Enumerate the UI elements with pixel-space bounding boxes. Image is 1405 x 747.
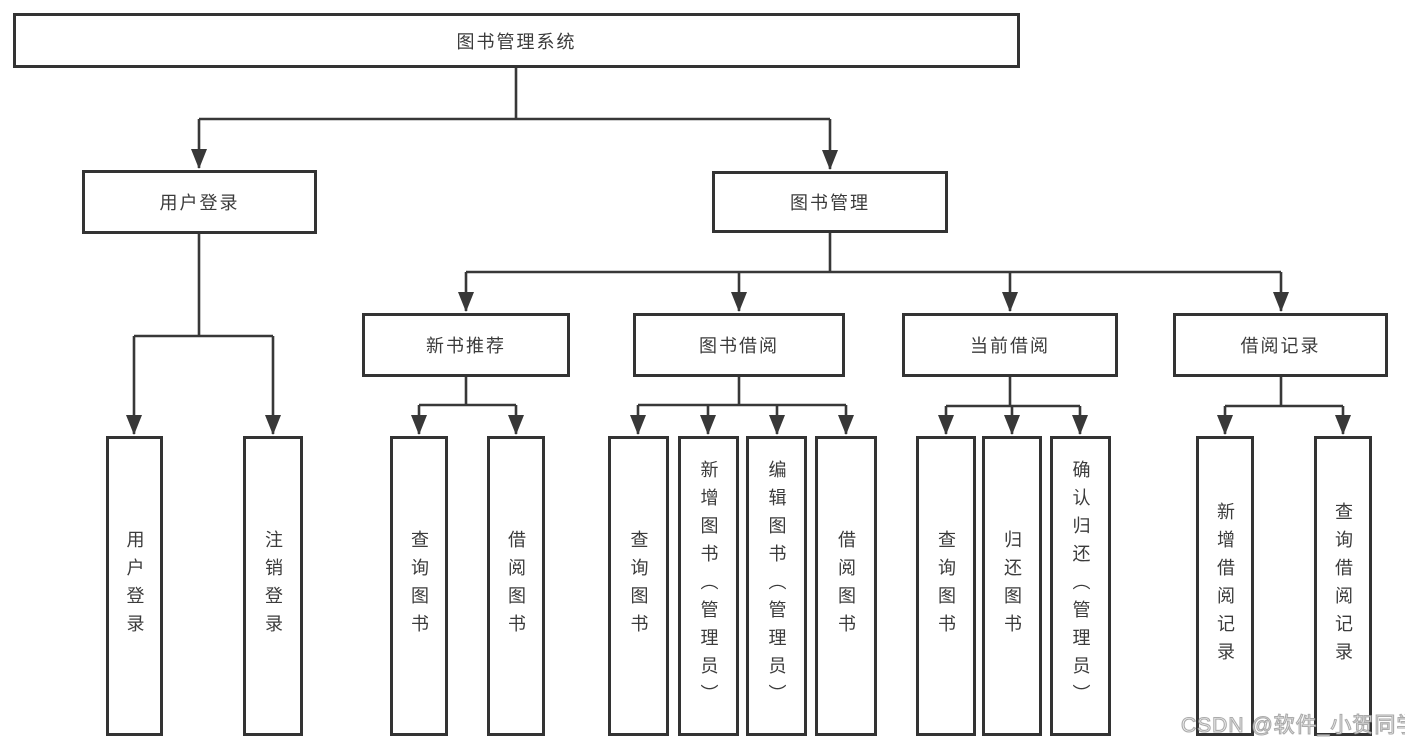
node-new-book-recommend: 新书推荐 [362,313,570,377]
node-borrow-record-label: 借阅记录 [1240,336,1321,356]
leaf-query-borrow-record-label: 查询借阅记录 [1333,502,1353,670]
leaf-newbook-borrow: 借阅图书 [487,436,545,736]
leaf-add-borrow-record-label: 新增借阅记录 [1215,502,1235,670]
node-user-login-label: 用户登录 [159,193,240,213]
leaf-user-login: 用户登录 [106,436,163,736]
leaf-user-login-label: 用户登录 [124,530,145,642]
leaf-current-query-book-label: 查询图书 [936,530,956,642]
leaf-edit-book-admin: 编辑图书（管理员） [746,436,807,736]
node-user-login: 用户登录 [82,170,317,234]
node-current-borrow: 当前借阅 [902,313,1118,377]
node-root-label: 图书管理系统 [456,31,577,52]
leaf-query-borrow-record: 查询借阅记录 [1314,436,1372,736]
leaf-confirm-return-admin: 确认归还（管理员） [1050,436,1111,736]
leaf-borrow-book: 借阅图书 [815,436,877,736]
node-book-management: 图书管理 [712,171,948,233]
leaf-logout: 注销登录 [243,436,303,736]
node-new-book-recommend-label: 新书推荐 [426,336,506,356]
leaf-newbook-query: 查询图书 [390,436,448,736]
node-book-management-label: 图书管理 [790,193,870,213]
csdn-watermark: CSDN @软件_小贺同学 [1180,713,1405,737]
leaf-current-query-book: 查询图书 [916,436,976,736]
leaf-confirm-return-admin-label: 确认归还（管理员） [1070,460,1091,712]
leaf-add-book-admin-label: 新增图书（管理员） [698,460,719,712]
leaf-return-book: 归还图书 [982,436,1042,736]
leaf-add-borrow-record: 新增借阅记录 [1196,436,1254,736]
node-book-borrow-label: 图书借阅 [699,336,779,356]
leaf-borrow-query-book: 查询图书 [608,436,669,736]
node-current-borrow-label: 当前借阅 [970,336,1050,356]
leaf-return-book-label: 归还图书 [1002,530,1022,642]
leaf-borrow-query-book-label: 查询图书 [628,530,649,642]
node-root: 图书管理系统 [13,13,1020,68]
leaf-newbook-borrow-label: 借阅图书 [506,530,526,642]
leaf-borrow-book-label: 借阅图书 [836,530,856,642]
leaf-newbook-query-label: 查询图书 [409,530,429,642]
node-borrow-record: 借阅记录 [1173,313,1388,377]
leaf-logout-label: 注销登录 [263,530,283,642]
leaf-edit-book-admin-label: 编辑图书（管理员） [766,460,787,712]
leaf-add-book-admin: 新增图书（管理员） [678,436,739,736]
node-book-borrow: 图书借阅 [633,313,845,377]
